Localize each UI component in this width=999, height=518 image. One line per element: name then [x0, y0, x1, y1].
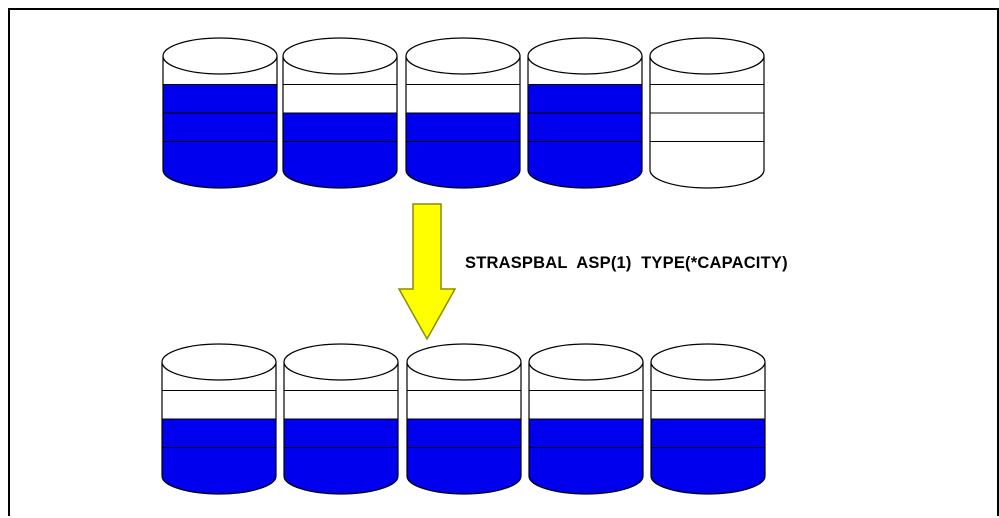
disk-outline	[649, 56, 765, 189]
disk-before-4	[527, 37, 643, 189]
disk-outline	[405, 56, 521, 189]
disk-before-2	[282, 37, 398, 189]
disk-outline	[162, 56, 278, 189]
disk-after-4	[528, 343, 644, 495]
before-disk-row	[162, 37, 765, 189]
disk-outline	[161, 362, 277, 495]
disk-fill	[162, 419, 276, 494]
disk-fill	[651, 419, 765, 494]
down-arrow-shape	[397, 203, 457, 341]
disk-top	[649, 37, 765, 75]
disk-outline	[406, 362, 522, 495]
disk-top	[162, 37, 278, 75]
down-arrow-icon	[397, 203, 457, 341]
disk-after-2	[283, 343, 399, 495]
disk-fill	[283, 113, 397, 188]
disk-after-1	[161, 343, 277, 495]
disk-outline	[527, 56, 643, 189]
diagram-frame: STRASPBAL ASP(1) TYPE(*CAPACITY)	[8, 8, 999, 516]
after-disk-row	[161, 343, 766, 495]
disk-before-1	[162, 37, 278, 189]
disk-top	[161, 343, 277, 381]
disk-fill	[406, 113, 520, 188]
command-label: STRASPBAL ASP(1) TYPE(*CAPACITY)	[465, 254, 788, 272]
disk-outline	[650, 362, 766, 495]
disk-outline	[282, 56, 398, 189]
disk-top	[406, 343, 522, 381]
disk-top	[405, 37, 521, 75]
disk-top	[283, 343, 399, 381]
disk-top	[527, 37, 643, 75]
disk-outline	[283, 362, 399, 495]
disk-fill	[528, 84, 642, 188]
disk-top	[282, 37, 398, 75]
disk-before-5	[649, 37, 765, 189]
disk-fill	[284, 419, 398, 494]
disk-top	[528, 343, 644, 381]
disk-outline	[528, 362, 644, 495]
disk-top	[650, 343, 766, 381]
disk-before-3	[405, 37, 521, 189]
disk-fill	[163, 84, 277, 188]
disk-after-5	[650, 343, 766, 495]
disk-fill	[407, 419, 521, 494]
disk-fill	[529, 419, 643, 494]
disk-after-3	[406, 343, 522, 495]
disk-balance-diagram	[161, 37, 766, 495]
